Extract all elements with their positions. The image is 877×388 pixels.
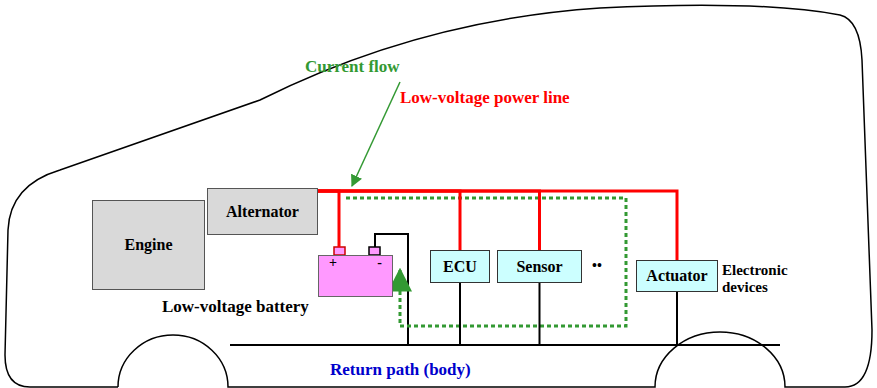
box-label: Sensor [516,258,562,276]
box-label: Engine [124,236,172,254]
box-label: ECU [443,258,477,276]
current-flow-pointer [352,82,400,186]
return-path-line [230,344,780,346]
device-box: Sensor [497,250,582,283]
power-line [318,191,460,250]
annotation-label: Return path (body) [330,360,471,380]
engine-box: Engine [92,200,205,290]
device-box: ECU [430,250,490,283]
device-box: Actuator [636,260,718,292]
power-line [318,191,339,247]
annotation-label: Current flow [305,57,400,77]
positive-terminal [334,247,345,255]
annotation-label: •• [592,258,602,274]
ground-wire [676,292,678,345]
annotation-label: Electronic devices [722,262,802,297]
ground-wire [459,283,461,345]
box-label: Actuator [646,267,707,285]
annotation-label: Low-voltage power line [400,88,570,108]
negative-terminal [369,247,380,255]
box-label: Alternator [226,203,299,221]
battery-box: +- [318,255,393,297]
terminal-sign: + [329,256,337,270]
alternator-box: Alternator [207,188,318,235]
car-body-outline [5,5,872,387]
annotation-label: Low-voltage battery [162,297,309,317]
ground-wire [539,283,541,345]
terminal-sign: - [377,256,382,270]
power-line [318,191,540,250]
